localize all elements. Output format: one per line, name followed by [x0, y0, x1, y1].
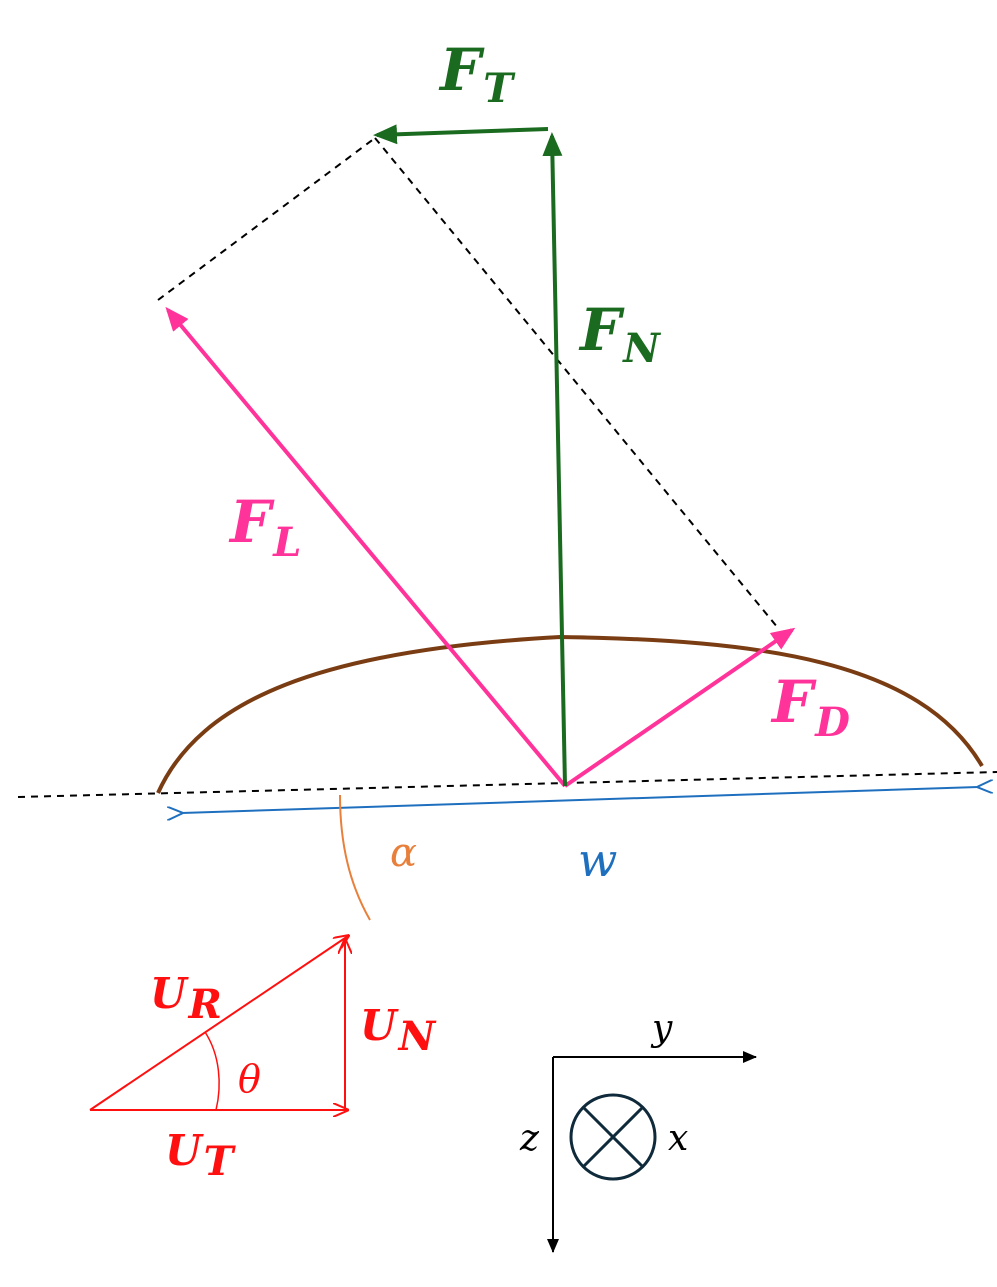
- label-axis-z: z: [519, 1118, 540, 1159]
- drag-force-arrow: [563, 627, 796, 788]
- label-normal-velocity: UN: [360, 1001, 437, 1060]
- label-drag-force: FD: [770, 668, 850, 746]
- construction-line-lift-to-resultant: [157, 137, 376, 301]
- blade-profile: [156, 634, 984, 794]
- velocity-triangle: [89, 936, 348, 1111]
- label-relative-velocity: UR: [150, 969, 222, 1028]
- label-alpha: α: [390, 830, 417, 876]
- coordinate-axes: [547, 1051, 757, 1253]
- theta-angle-arc: [204, 1031, 220, 1111]
- label-tangential-velocity: UT: [165, 1126, 237, 1185]
- label-axis-y: y: [650, 1008, 673, 1049]
- relative-velocity-arrow: [89, 936, 348, 1111]
- construction-line-resultant-to-drag: [374, 137, 779, 629]
- lift-force-arrow: [165, 306, 567, 788]
- label-lift-force: FL: [228, 488, 301, 566]
- label-width: w: [578, 833, 617, 887]
- alpha-angle-arc: [339, 794, 371, 921]
- construction-lines: [17, 137, 997, 798]
- label-tangential-force: FT: [438, 36, 516, 112]
- width-dimension-arrow: [182, 787, 978, 813]
- label-axis-x: x: [668, 1118, 688, 1159]
- tangential-force-arrow: [373, 124, 549, 145]
- normal-force-arrow: [542, 132, 567, 787]
- label-normal-force: FN: [578, 296, 661, 372]
- label-theta: θ: [238, 1057, 261, 1101]
- circle-cross-icon: [569, 1093, 657, 1181]
